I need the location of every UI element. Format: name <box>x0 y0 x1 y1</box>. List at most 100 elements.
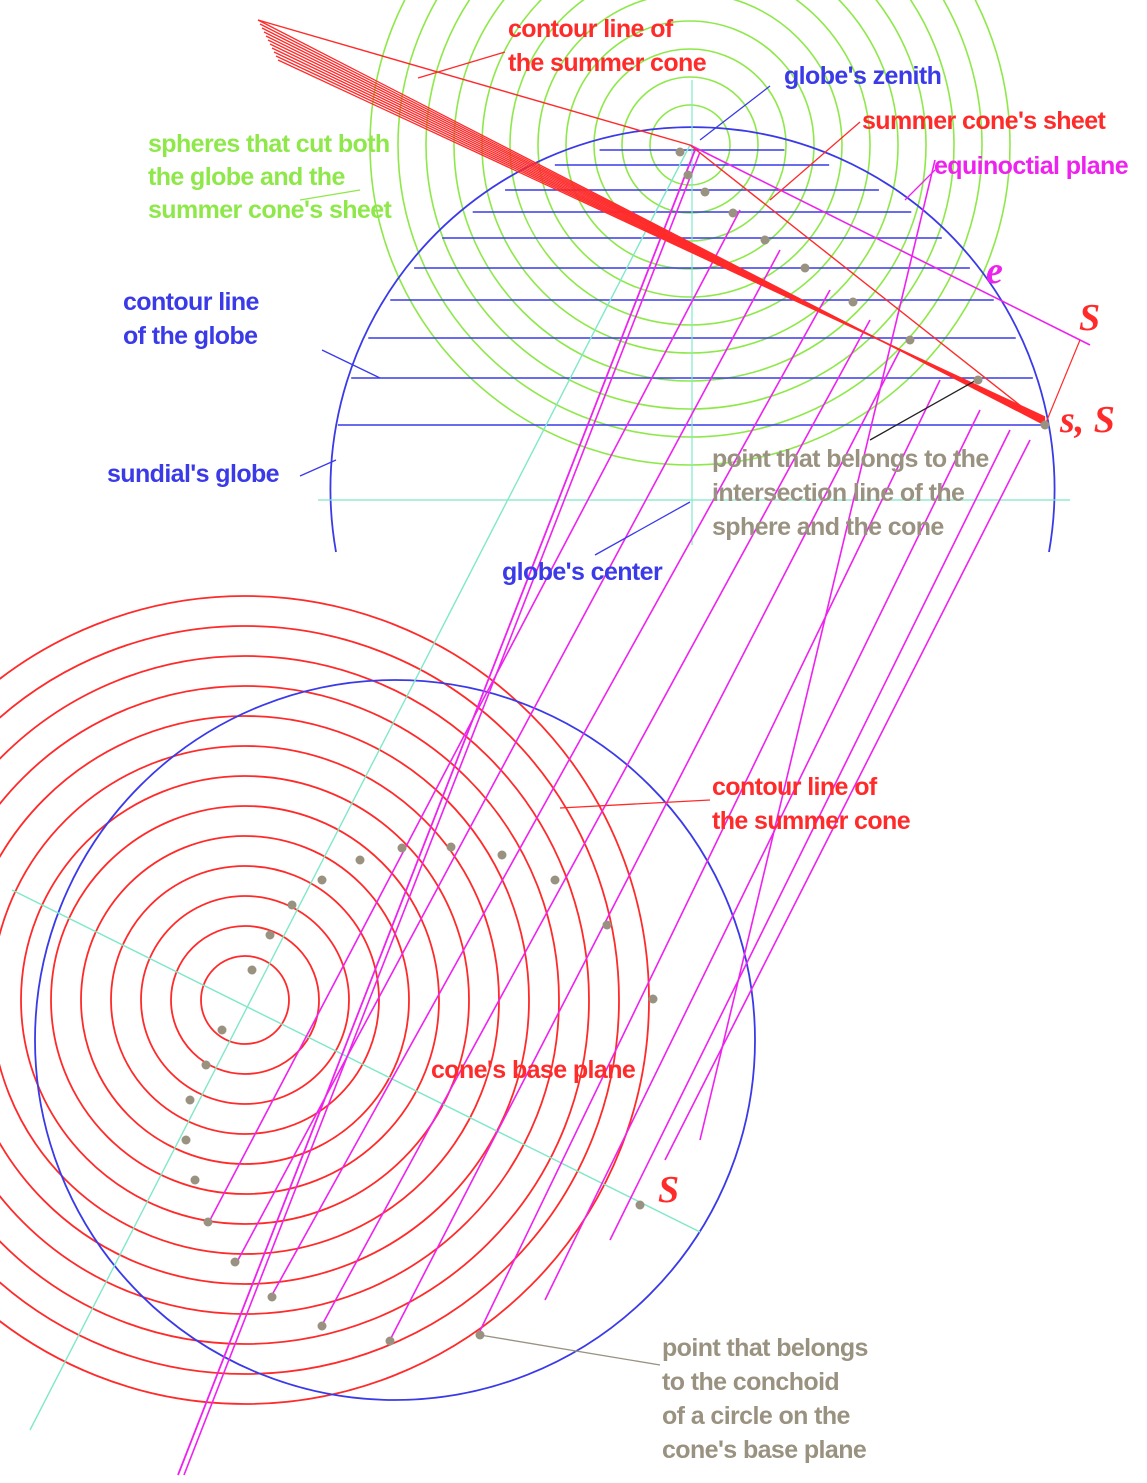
label-summer-cone-contour-bottom-line1: contour line of <box>712 773 878 801</box>
cutting-spheres <box>369 0 1011 466</box>
construction-point <box>267 1292 277 1302</box>
equinoctial-line <box>321 319 871 1326</box>
cone-generatrix <box>277 59 1046 418</box>
globe-projected-contour <box>34 679 756 1401</box>
label-s-S: s, S <box>1059 399 1115 441</box>
cone-base-circle <box>0 745 500 1255</box>
label-sundial-globe: sundial's globe <box>107 460 280 488</box>
label-conchoid-line2: to the conchoid <box>662 1368 839 1396</box>
label-globe-contour-line2: of the globe <box>123 322 258 350</box>
equinoctial-line <box>477 379 941 1336</box>
cutting-sphere <box>537 0 843 298</box>
equinoctial-line <box>271 289 831 1296</box>
leader-globe-zenith <box>699 85 771 141</box>
construction-point <box>648 994 658 1004</box>
base-plane-trace <box>11 889 701 1233</box>
labels: contour line of the summer cone globe's … <box>107 15 1129 1464</box>
construction-point <box>905 335 915 345</box>
construction-point <box>385 1336 395 1346</box>
construction-point <box>1040 420 1050 430</box>
equinoctial-plane-trace <box>689 144 1091 346</box>
construction-point <box>683 170 693 180</box>
equinoctial-line <box>664 439 1031 1161</box>
label-S-lower: S <box>658 1169 679 1211</box>
label-point-intersection-line2: intersection line of the <box>712 479 965 507</box>
construction-point <box>700 187 710 197</box>
leader-summer-cone-bottom <box>559 799 711 809</box>
construction-point <box>185 1095 195 1105</box>
cone-base-circle <box>0 625 620 1375</box>
equinoctial-line <box>609 429 1011 1241</box>
label-equinoctial-plane: equinoctial plane <box>934 152 1129 180</box>
cutting-sphere <box>397 0 983 438</box>
label-spheres-line2: the globe and the <box>148 163 345 191</box>
cone-base-circle <box>140 895 350 1105</box>
cone-base-circle <box>20 775 470 1225</box>
construction-point <box>635 1200 645 1210</box>
cone-base-circle <box>0 655 590 1345</box>
leader-summer-cone-sheet <box>769 121 861 201</box>
leader-conchoid <box>479 1334 661 1366</box>
cutting-sphere <box>565 20 815 270</box>
cutting-sphere <box>593 48 787 242</box>
label-spheres-line1: spheres that cut both <box>148 130 390 158</box>
label-summer-cone-sheet: summer cone's sheet <box>862 107 1107 135</box>
construction-point <box>265 930 275 940</box>
equinoctial-line <box>237 249 781 1261</box>
cutting-sphere <box>369 0 1011 466</box>
construction-point <box>190 1175 200 1185</box>
construction-point <box>973 375 983 385</box>
equinoctial-lines <box>177 144 1091 1476</box>
leader-point-intersection <box>869 377 981 441</box>
cone-axis <box>29 144 691 1431</box>
equinoctial-line <box>209 209 741 1221</box>
label-globe-zenith: globe's zenith <box>784 62 941 90</box>
equinoctial-line <box>699 159 936 1141</box>
construction-point <box>230 1257 240 1267</box>
construction-point <box>760 235 770 245</box>
construction-point <box>247 965 257 975</box>
cone-base-circle <box>0 715 530 1285</box>
cone-base-circle <box>170 925 320 1075</box>
label-point-intersection-line3: sphere and the cone <box>712 513 944 541</box>
construction-point <box>287 900 297 910</box>
construction-point <box>217 1025 227 1035</box>
equinoctial-line <box>183 151 701 1476</box>
cone-contour <box>689 144 1046 426</box>
leader-summer-cone-top <box>417 51 506 79</box>
label-conchoid-line3: of a circle on the <box>662 1402 851 1430</box>
construction-point <box>497 850 507 860</box>
construction-points <box>181 147 1050 1346</box>
equinoctial-line <box>389 349 901 1341</box>
cutting-sphere <box>621 76 759 214</box>
construction-point <box>203 1217 213 1227</box>
sundial-globe <box>34 126 1056 1401</box>
cone-base-circle <box>110 865 380 1135</box>
label-S-upper: S <box>1079 297 1100 339</box>
label-point-intersection-line1: point that belongs to the <box>712 445 989 473</box>
construction-point <box>446 842 456 852</box>
construction-point <box>550 875 560 885</box>
construction-point <box>675 147 685 157</box>
cone-base-circle <box>200 955 290 1045</box>
label-globe-contour-line1: contour line <box>123 288 260 316</box>
label-globe-center: globe's center <box>502 558 663 586</box>
cone-base-circles <box>0 595 650 1405</box>
leader-lines <box>299 51 981 1366</box>
equinoctial-line <box>544 409 981 1301</box>
leader-globe-center <box>594 501 691 556</box>
label-summer-cone-contour-top-line1: contour line of <box>508 15 674 43</box>
construction-point <box>317 1321 327 1331</box>
construction-point <box>397 843 407 853</box>
label-spheres-line3: summer cone's sheet <box>148 196 393 224</box>
leader-equinoctial-plane <box>904 169 936 201</box>
cone-edge <box>1044 339 1081 426</box>
construction-point <box>181 1135 191 1145</box>
construction-point <box>800 263 810 273</box>
leader-spheres <box>299 189 361 201</box>
label-summer-cone-contour-bottom-line2: the summer cone <box>712 807 911 835</box>
construction-point <box>475 1330 485 1340</box>
equinoctial-line <box>177 149 696 1476</box>
summer-cone-sheet <box>257 19 1081 426</box>
